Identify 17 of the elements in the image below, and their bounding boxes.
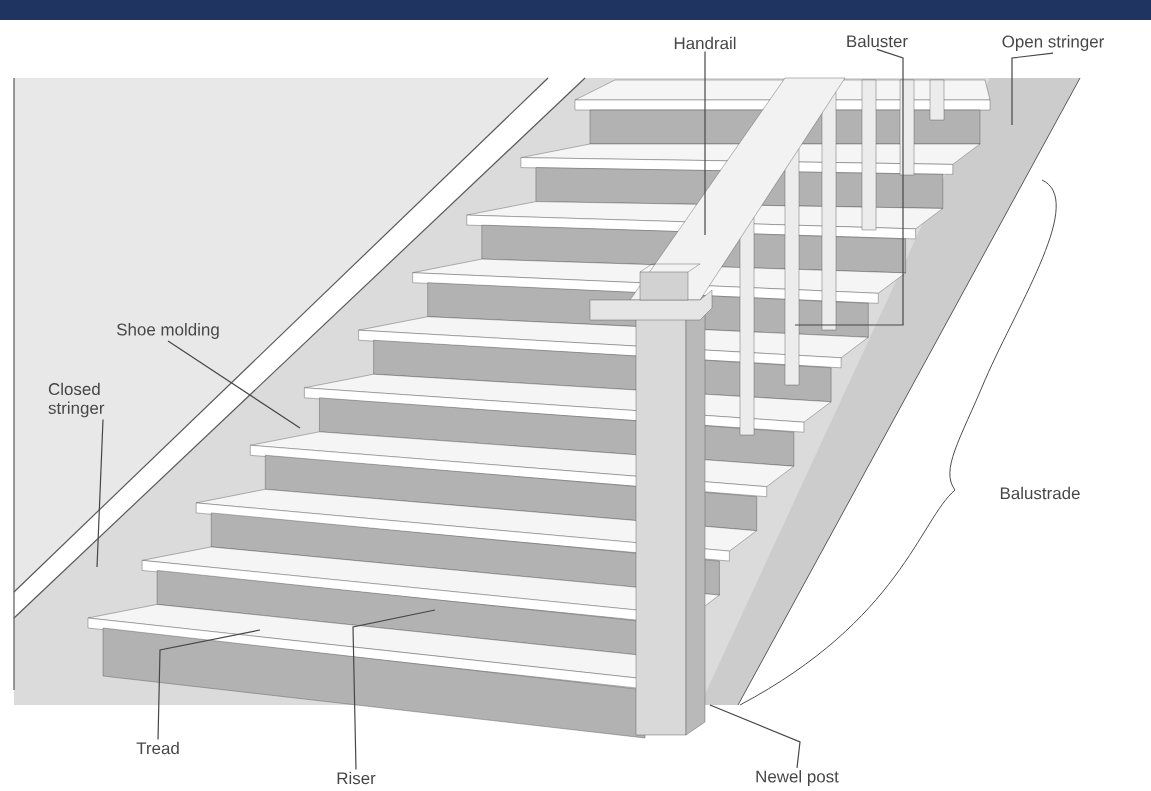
part-label: Open stringer <box>1002 35 1104 51</box>
leader-line <box>96 418 104 568</box>
leader-line <box>1011 52 1054 126</box>
part-label: Balustrade <box>1000 486 1080 500</box>
part-label: Riser <box>337 771 376 785</box>
part-label: Shoe molding <box>117 323 219 339</box>
part-label: Newel post <box>756 770 839 786</box>
part-label: Tread <box>136 741 179 755</box>
leader-line <box>157 629 261 741</box>
leader-line <box>704 50 706 236</box>
leader-line <box>352 609 436 771</box>
part-label: Closed stringer <box>48 382 105 418</box>
leader-line <box>709 704 801 769</box>
part-label: Baluster <box>847 34 908 48</box>
leader-line <box>794 48 904 326</box>
leader-line <box>167 340 301 429</box>
part-label: Handrail <box>674 36 736 50</box>
